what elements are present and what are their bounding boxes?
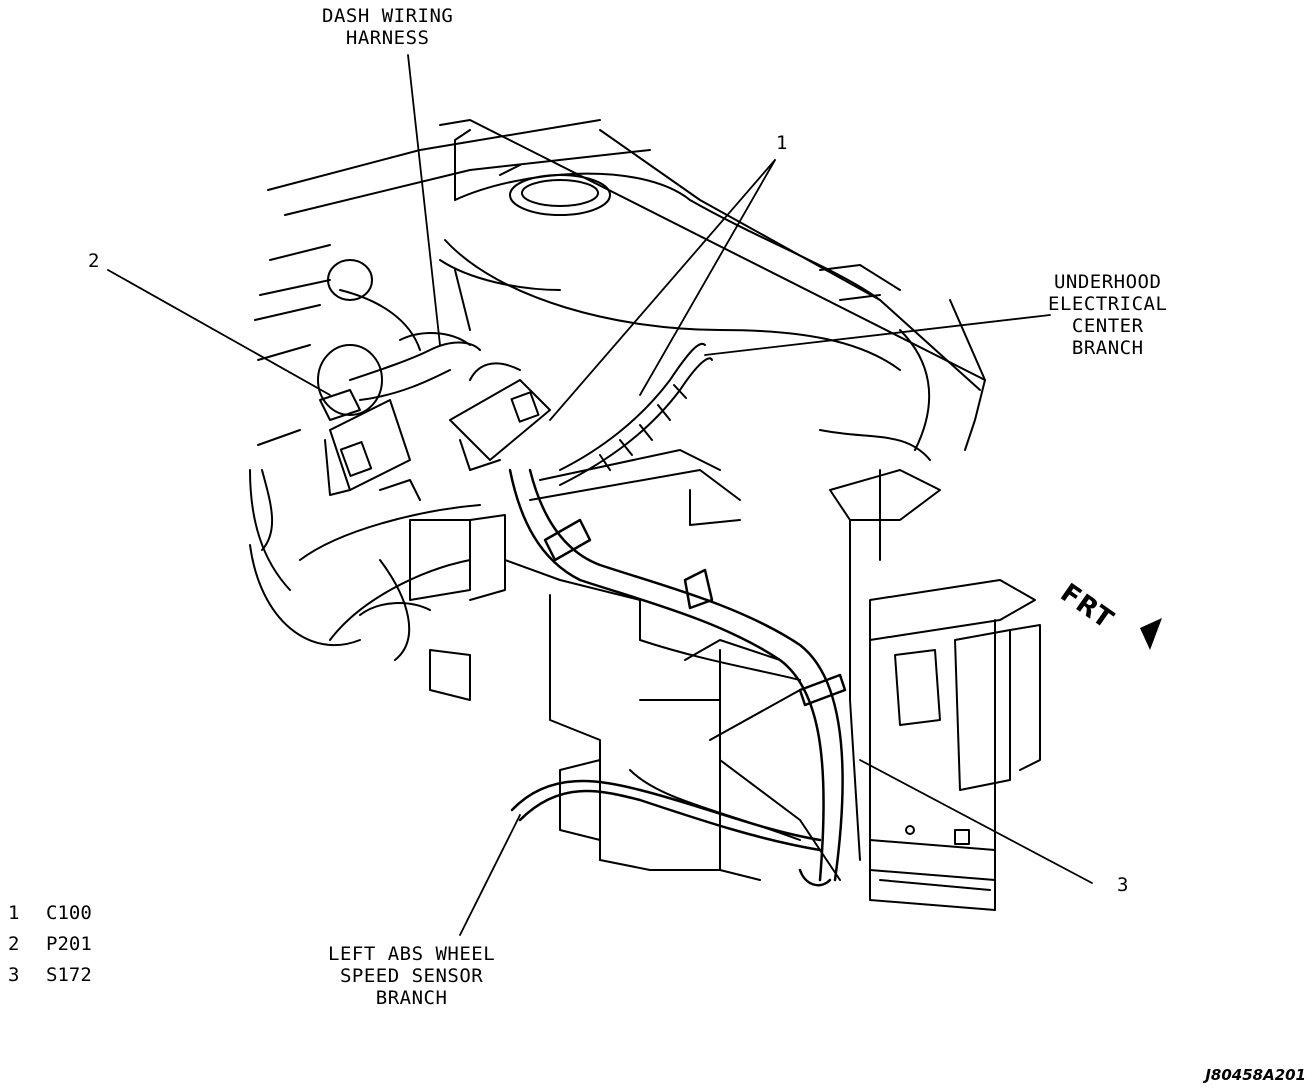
underhood-branch-label: UNDERHOOD ELECTRICAL CENTER BRANCH bbox=[1048, 271, 1168, 359]
leader-lines bbox=[107, 54, 1093, 936]
bracket-assembly bbox=[869, 579, 1041, 911]
legend-row: 2 P201 bbox=[8, 929, 92, 960]
harness-cable bbox=[508, 468, 847, 887]
callout-3: 3 bbox=[1117, 874, 1129, 896]
legend-row: 1 C100 bbox=[8, 898, 92, 929]
frt-arrow bbox=[1140, 618, 1162, 650]
connectors bbox=[317, 259, 551, 501]
callout-2: 2 bbox=[88, 250, 100, 272]
body-outline bbox=[254, 119, 986, 461]
wheel-well bbox=[249, 469, 481, 661]
figure-id: J80458A201 bbox=[1205, 1066, 1306, 1084]
underhood-branch-loom bbox=[559, 342, 713, 486]
legend-value: S172 bbox=[46, 964, 92, 986]
legend-value: C100 bbox=[46, 902, 92, 924]
strut-tower bbox=[439, 174, 611, 331]
legend: 1 C100 2 P201 3 S172 bbox=[8, 898, 92, 991]
legend-key: 3 bbox=[8, 964, 20, 986]
legend-value: P201 bbox=[46, 933, 92, 955]
legend-key: 2 bbox=[8, 933, 20, 955]
abs-branch-label: LEFT ABS WHEEL SPEED SENSOR BRANCH bbox=[328, 943, 496, 1009]
dash-wiring-harness-label: DASH WIRING HARNESS bbox=[322, 5, 454, 49]
frame-rail bbox=[409, 449, 941, 881]
legend-key: 1 bbox=[8, 902, 20, 924]
legend-row: 3 S172 bbox=[8, 960, 92, 991]
callout-1: 1 bbox=[776, 132, 788, 154]
